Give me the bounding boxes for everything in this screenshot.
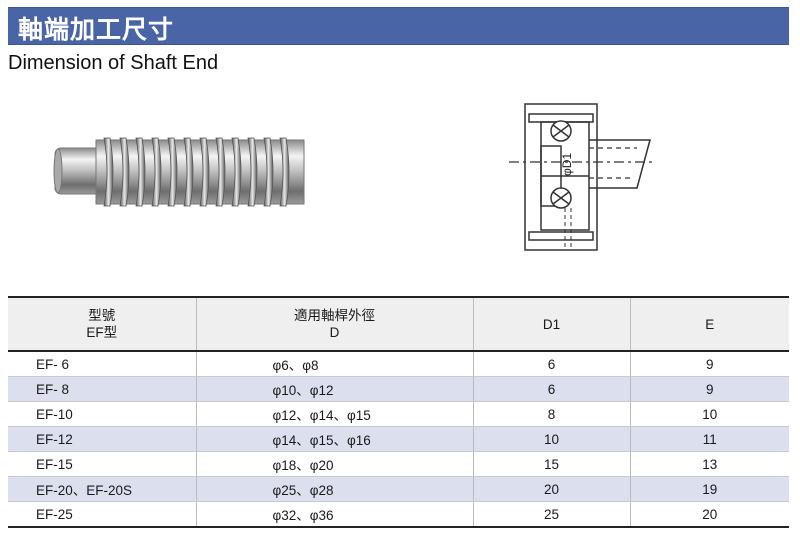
- table-row: EF-10 φ12、φ14、φ15 8 10: [8, 401, 789, 427]
- column-header-d1: D1: [472, 296, 630, 352]
- cell-diameter: φ10、φ12: [195, 376, 473, 402]
- cell-d1: 10: [472, 426, 630, 452]
- cell-diameter: φ32、φ36: [195, 501, 473, 528]
- cell-diameter: φ18、φ20: [195, 451, 473, 477]
- cell-d1: 25: [472, 501, 630, 528]
- column-header-diameter: 適用軸桿外徑 D: [195, 296, 473, 352]
- cell-diameter: φ14、φ15、φ16: [195, 426, 473, 452]
- cell-model: EF-10: [8, 401, 196, 427]
- title-bar: 軸端加工尺寸: [8, 7, 789, 45]
- table-row: EF- 6 φ6、φ8 6 9: [8, 351, 789, 377]
- page-title: 軸端加工尺寸: [18, 15, 175, 44]
- cell-e: 11: [629, 426, 789, 452]
- cell-e: 19: [629, 476, 789, 502]
- cell-d1: 6: [472, 351, 630, 377]
- cell-model: EF-12: [8, 426, 196, 452]
- cell-diameter: φ25、φ28: [195, 476, 473, 502]
- cell-diameter: φ6、φ8: [195, 351, 473, 377]
- table-header-row: 型號 EF型 適用軸桿外徑 D D1 E: [8, 296, 789, 352]
- table-row: EF-20、EF-20S φ25、φ28 20 19: [8, 476, 789, 502]
- cell-model: EF-15: [8, 451, 196, 477]
- cell-d1: 20: [472, 476, 630, 502]
- page-subtitle: Dimension of Shaft End: [8, 52, 219, 74]
- cell-e: 20: [629, 501, 789, 528]
- cell-d1: 8: [472, 401, 630, 427]
- d1-dimension-label: φD1: [560, 153, 574, 176]
- cell-model: EF- 6: [8, 351, 196, 377]
- cell-model: EF- 8: [8, 376, 196, 402]
- cell-e: 13: [629, 451, 789, 477]
- shaft-product-image: [53, 137, 305, 207]
- cell-model: EF-25: [8, 501, 196, 528]
- column-header-model: 型號 EF型: [8, 296, 196, 352]
- table-row: EF-25 φ32、φ36 25 20: [8, 501, 789, 528]
- shaft-end-dimension-table: 型號 EF型 適用軸桿外徑 D D1 E EF- 6 φ6、φ8 6 9 EF-…: [8, 296, 789, 528]
- table-row: EF-15 φ18、φ20 15 13: [8, 451, 789, 477]
- column-header-e: E: [629, 296, 789, 352]
- cell-d1: 15: [472, 451, 630, 477]
- table-row: EF- 8 φ10、φ12 6 9: [8, 376, 789, 402]
- cell-model: EF-20、EF-20S: [8, 476, 196, 502]
- cell-e: 10: [629, 401, 789, 427]
- shaft-end-dimension-drawing: φD1: [509, 103, 655, 251]
- cell-e: 9: [629, 351, 789, 377]
- cell-e: 9: [629, 376, 789, 402]
- cell-d1: 6: [472, 376, 630, 402]
- cell-diameter: φ12、φ14、φ15: [195, 401, 473, 427]
- table-row: EF-12 φ14、φ15、φ16 10 11: [8, 426, 789, 452]
